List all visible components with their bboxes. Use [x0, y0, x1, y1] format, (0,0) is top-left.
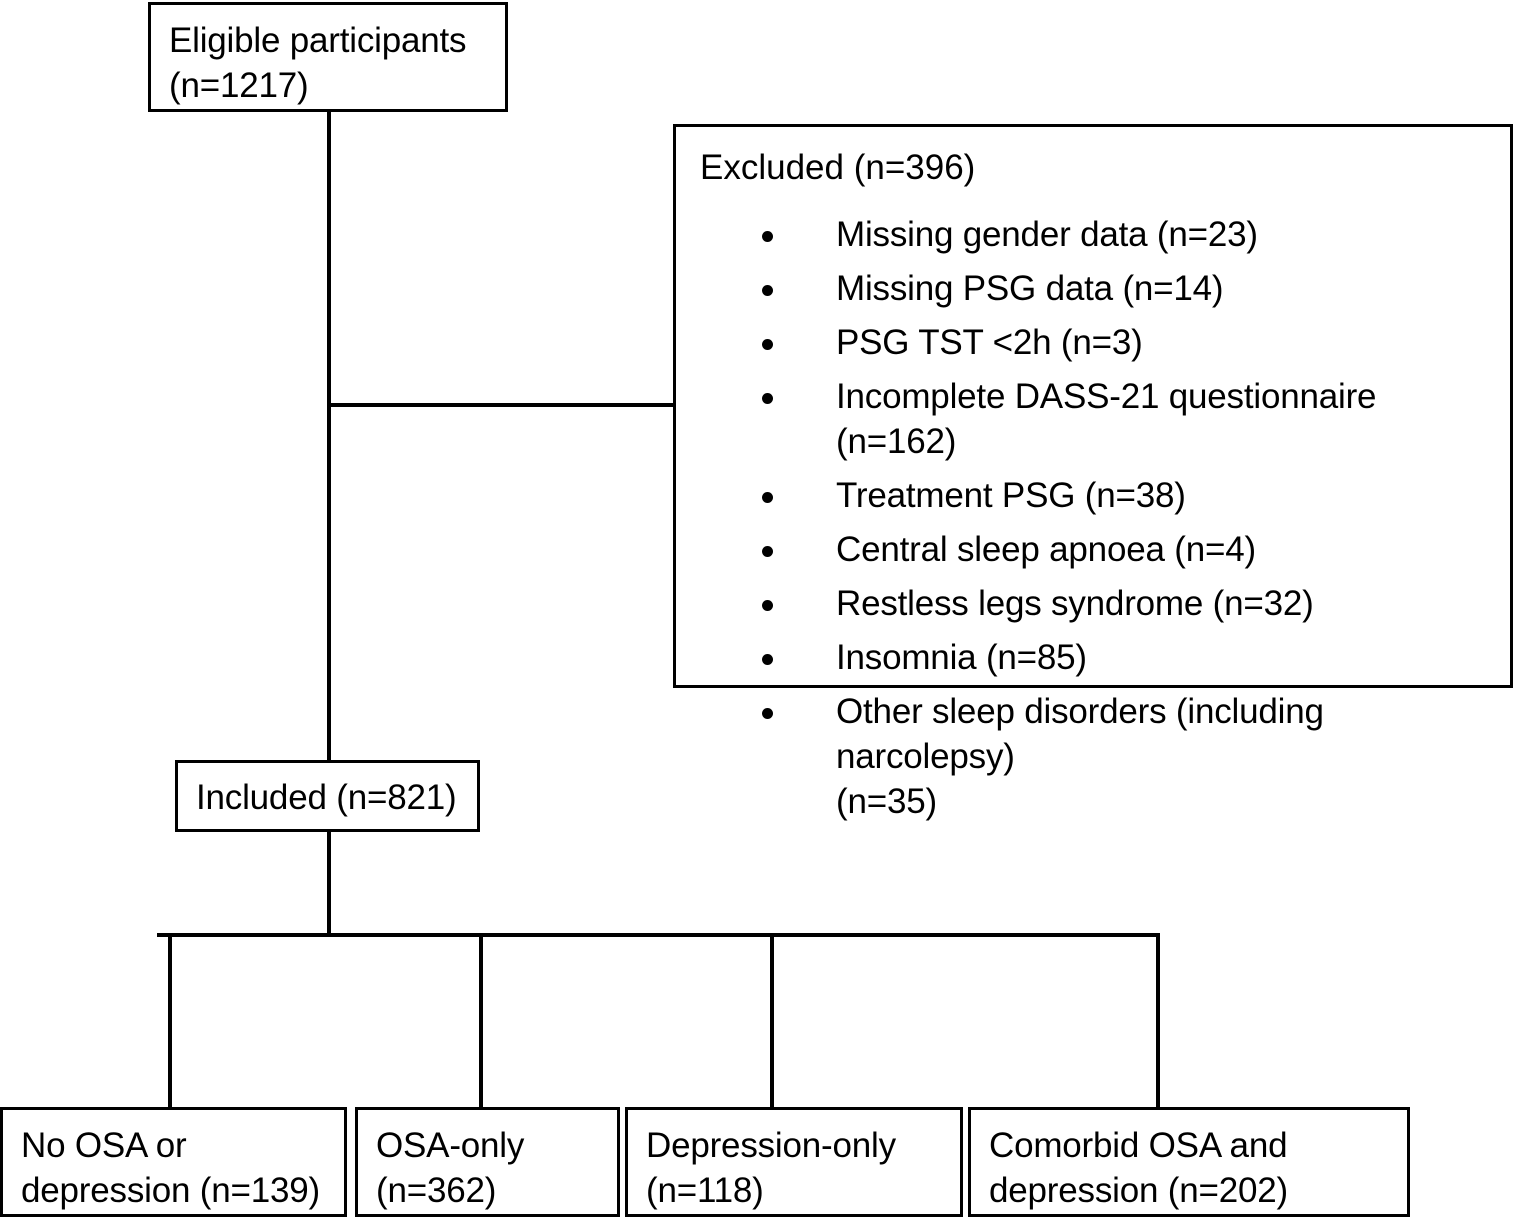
list-item: Treatment PSG (n=38)	[759, 474, 1496, 519]
list-item: Insomnia (n=85)	[759, 636, 1496, 681]
list-item: Missing PSG data (n=14)	[759, 267, 1496, 312]
node-excluded: Excluded (n=396) Missing gender data (n=…	[673, 124, 1513, 821]
outcome-label: OSA-only (n=362)	[376, 1126, 525, 1210]
node-included: Included (n=821)	[175, 760, 480, 832]
list-item: PSG TST <2h (n=3)	[759, 321, 1496, 366]
connector-drop-outcome-1	[168, 933, 172, 1109]
connector-drop-outcome-4	[1156, 933, 1160, 1109]
list-item: Incomplete DASS-21 questionnaire (n=162)	[759, 375, 1496, 465]
node-eligible-participants: Eligible participants (n=1217)	[148, 2, 508, 112]
node-outcome-osa-only: OSA-only (n=362)	[355, 1107, 620, 1217]
list-item: Missing gender data (n=23)	[759, 213, 1496, 258]
connector-drop-outcome-3	[770, 933, 774, 1109]
list-item: Restless legs syndrome (n=32)	[759, 582, 1496, 627]
excluded-header-label: Excluded (n=396)	[700, 148, 976, 187]
eligible-participants-label: Eligible participants (n=1217)	[169, 21, 467, 105]
connector-distributor-bar	[157, 933, 1160, 937]
node-outcome-depression-only: Depression-only (n=118)	[625, 1107, 963, 1217]
excluded-reasons-list: Missing gender data (n=23) Missing PSG d…	[759, 213, 1496, 834]
connector-to-excluded-box	[327, 403, 675, 407]
outcome-label: No OSA or depression (n=139)	[21, 1126, 320, 1210]
outcome-label: Comorbid OSA and depression (n=202)	[989, 1126, 1288, 1210]
node-outcome-no-osa-or-depression: No OSA or depression (n=139)	[0, 1107, 347, 1217]
included-label: Included (n=821)	[196, 778, 457, 817]
connector-drop-outcome-2	[479, 933, 483, 1109]
outcome-label: Depression-only (n=118)	[646, 1126, 896, 1210]
connector-trunk-vertical	[327, 110, 331, 937]
list-item: Central sleep apnoea (n=4)	[759, 528, 1496, 573]
list-item: Other sleep disorders (including narcole…	[759, 690, 1496, 825]
node-outcome-comorbid-osa-and-depression: Comorbid OSA and depression (n=202)	[968, 1107, 1410, 1217]
